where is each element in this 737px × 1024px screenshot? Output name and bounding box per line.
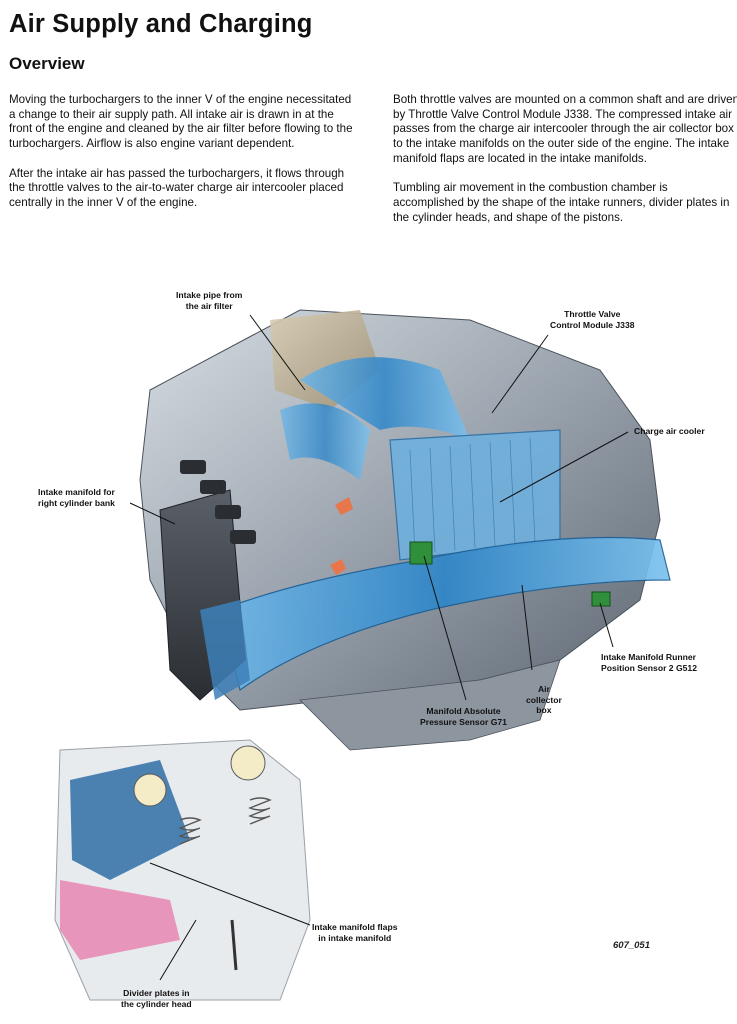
label-line: right cylinder bank: [38, 497, 115, 508]
callout-runner-position-sensor: Intake Manifold Runner Position Sensor 2…: [601, 652, 697, 673]
label-line: Intake manifold flaps: [312, 922, 398, 932]
callout-intake-manifold-flaps: Intake manifold flaps in intake manifold: [312, 922, 397, 943]
right-text-column: Both throttle valves are mounted on a co…: [393, 93, 737, 240]
label-line: the cylinder head: [121, 998, 192, 1009]
label-line: in intake manifold: [318, 932, 392, 943]
paragraph: After the intake air has passed the turb…: [9, 166, 345, 209]
paragraph: Both throttle valves are mounted on a co…: [393, 93, 737, 165]
label-line: Control Module J338: [550, 319, 635, 330]
label-line: Pressure Sensor G71: [420, 716, 507, 727]
page-title: Air Supply and Charging: [9, 10, 313, 38]
label-line: Throttle Valve: [564, 309, 621, 319]
callout-charge-air-cooler: Charge air cooler: [634, 426, 705, 437]
label-line: Position Sensor 2 G512: [601, 662, 697, 673]
label-line: Intake Manifold Runner: [601, 652, 697, 662]
label-line: collector: [526, 694, 562, 705]
paragraph: Moving the turbochargers to the inner V …: [9, 93, 353, 151]
callout-intake-manifold-right-bank: Intake manifold for right cylinder bank: [38, 487, 115, 508]
callout-map-sensor: Manifold Absolute Pressure Sensor G71: [420, 706, 507, 727]
label-line: the air filter: [185, 300, 233, 311]
label-line: box: [536, 705, 552, 715]
left-text-column: Moving the turbochargers to the inner V …: [9, 93, 356, 225]
callout-air-collector-box: Air collector box: [526, 684, 562, 716]
callout-intake-pipe: Intake pipe from the air filter: [176, 290, 242, 311]
label-line: Manifold Absolute: [426, 706, 501, 716]
callout-divider-plates: Divider plates in the cylinder head: [121, 988, 192, 1009]
callout-throttle-valve-module: Throttle Valve Control Module J338: [550, 309, 635, 330]
label-line: Divider plates in: [123, 988, 190, 998]
label-line: Intake manifold for: [38, 487, 115, 497]
label-line: Intake pipe from: [176, 290, 243, 300]
figure-id: 607_051: [613, 940, 650, 951]
engine-drawing: [54, 309, 671, 1001]
paragraph: Tumbling air movement in the combustion …: [393, 181, 730, 224]
label-line: Charge air cooler: [634, 426, 705, 436]
label-line: Air: [537, 684, 550, 694]
section-title: Overview: [9, 54, 85, 73]
engine-illustration: [0, 280, 737, 1024]
